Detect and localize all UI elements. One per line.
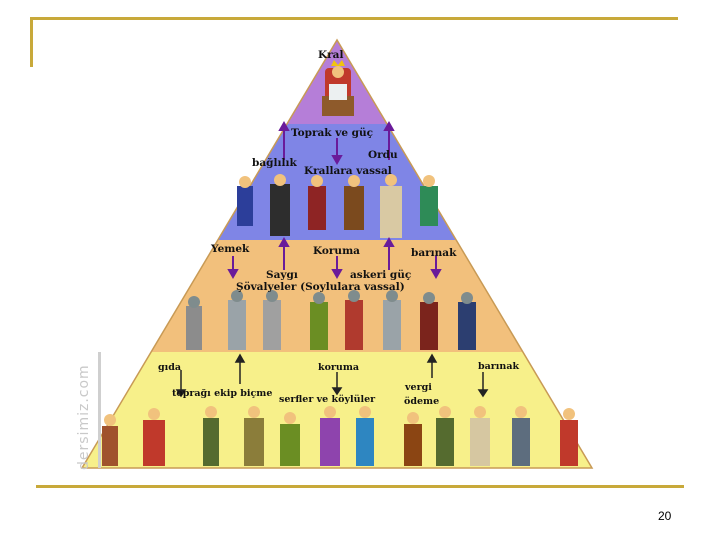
king-figure	[322, 60, 354, 116]
label-army: Ordu	[368, 149, 398, 161]
peasant-figures	[102, 406, 578, 466]
pyramid-outline	[80, 38, 594, 469]
tier-king	[82, 40, 592, 124]
label-farming: toprağı ekip biçme	[172, 388, 272, 399]
label-respect: Saygı	[266, 269, 298, 281]
label-shelter-nobles: barınak	[411, 247, 457, 259]
label-serfs-and-peasants: serfler ve köylüler	[279, 394, 376, 405]
watermark-bar	[98, 352, 101, 468]
page-number: 20	[658, 509, 672, 523]
slide-frame-left	[30, 17, 33, 67]
noble-figures	[237, 174, 438, 238]
label-vassals-to-kings: Krallara vassal	[304, 165, 392, 177]
tier1-arrows	[278, 120, 395, 166]
tier3-arrows	[175, 353, 489, 398]
label-tax-line2: ödeme	[404, 396, 439, 407]
knight-figures	[186, 290, 476, 350]
tier2-arrows	[227, 236, 442, 280]
label-shelter-peasants: barınak	[478, 361, 519, 372]
label-food: Yemek	[210, 243, 250, 255]
label-loyalty: bağlılık	[252, 157, 297, 169]
label-land-and-power: Toprak ve güç	[291, 127, 373, 139]
label-tax-line1: vergi	[404, 382, 432, 393]
label-knights: Şövalyeler (Soylulara vassal)	[236, 281, 405, 293]
label-protection-peasants: koruma	[318, 362, 359, 373]
label-king: Kral	[318, 49, 343, 61]
slide-frame-bottom	[36, 485, 684, 488]
label-grain: gıda	[158, 362, 181, 373]
slide-frame-top	[30, 17, 678, 20]
label-protection-nobles: Koruma	[313, 245, 360, 257]
label-military-power: askeri güç	[350, 269, 411, 281]
watermark-text: dersimiz.com	[76, 364, 92, 470]
